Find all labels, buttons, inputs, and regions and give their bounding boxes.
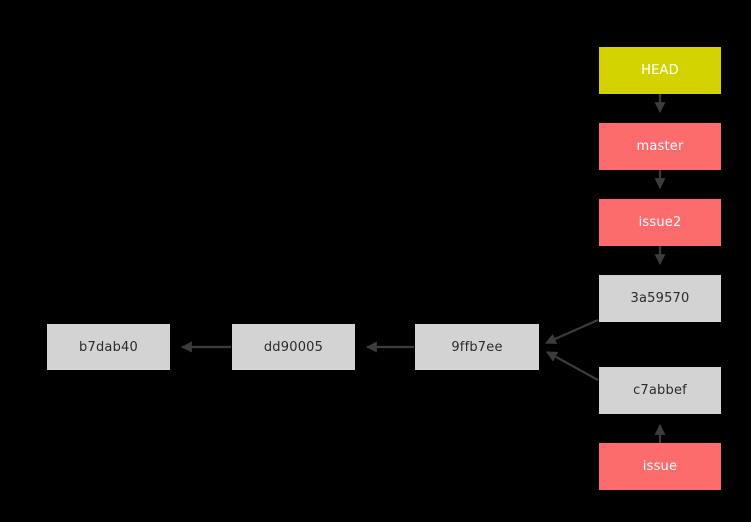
node-b7dab40[interactable]: b7dab40 [47,324,170,370]
node-label-3a59570: 3a59570 [630,291,690,306]
node-issue2[interactable]: issue2 [599,199,721,246]
node-label-issue: issue [642,459,678,474]
node-label-c7abbef: c7abbef [633,383,687,398]
node-head[interactable]: HEAD [599,47,721,94]
node-label-dd90005: dd90005 [263,339,324,355]
node-3a59570[interactable]: 3a59570 [599,275,721,322]
node-label-issue2: issue2 [638,215,682,230]
node-issue[interactable]: issue [599,443,721,490]
node-label-b7dab40: b7dab40 [79,339,138,355]
node-master[interactable]: master [599,123,721,170]
node-9ffb7ee[interactable]: 9ffb7ee [415,324,539,370]
edge-3a59570-to-9ffb7ee [544,318,599,345]
node-c7abbef[interactable]: c7abbef [599,367,721,414]
node-label-9ffb7ee: 9ffb7ee [451,339,503,355]
node-label-master: master [636,139,684,154]
node-dd90005[interactable]: dd90005 [232,324,355,370]
edge-c7abbef-to-9ffb7ee [546,351,599,381]
node-label-head: HEAD [641,63,679,78]
